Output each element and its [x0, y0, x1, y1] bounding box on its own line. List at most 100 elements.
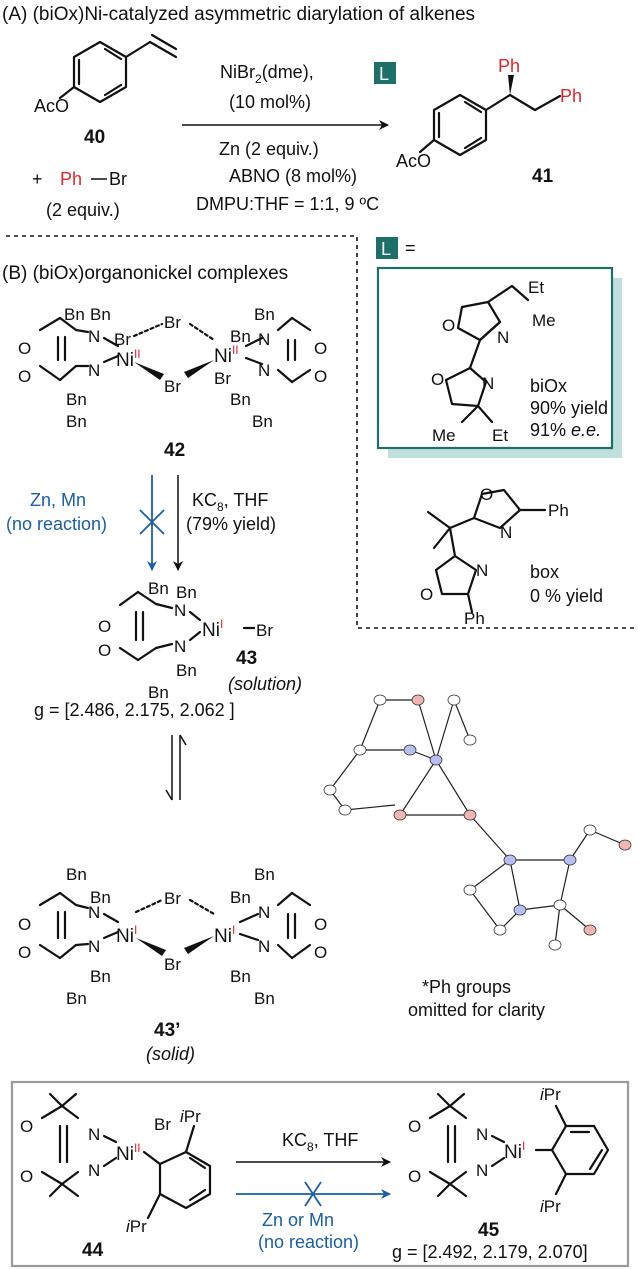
box-n-1: N: [500, 523, 512, 542]
reagent-ph: Ph: [60, 169, 82, 189]
c43p-bn-7: Bn: [230, 967, 251, 986]
c43p-o-4: O: [314, 943, 327, 962]
c45-o-2: O: [408, 1167, 421, 1186]
biox-structure: [444, 284, 530, 424]
c42-bn-8: Bn: [252, 412, 273, 431]
compound-44-number: 44: [82, 1240, 104, 1261]
c44-n-2: N: [88, 1161, 100, 1180]
c42-n-3: N: [258, 330, 270, 349]
c45-g-values: g = [2.492, 2.179, 2.070]: [392, 1242, 588, 1262]
catalyst-text: NiBr2(dme),: [220, 62, 314, 86]
biox-o-1: O: [442, 316, 455, 335]
c44-ipr-1: iPr: [180, 1107, 201, 1126]
c45-o-1: O: [408, 1117, 421, 1136]
c43p-br-bridge-2: Br: [164, 955, 181, 974]
blocked-label-2: (no reaction): [6, 514, 107, 534]
c43p-ni-1: NiI: [116, 923, 137, 947]
c42-bn-2: Bn: [90, 305, 111, 324]
c43p-bn-1: Bn: [66, 865, 87, 884]
ligand-badge: [374, 62, 396, 84]
c45-ipr-1: iPr: [540, 1085, 561, 1104]
c45-n-1: N: [476, 1125, 488, 1144]
c45-ipr-2: iPr: [540, 1197, 561, 1216]
c42-o-1: O: [18, 339, 31, 358]
c42-bn-7: Bn: [230, 390, 251, 409]
c42-n-4: N: [258, 361, 270, 380]
compound-43-number: 43: [236, 648, 257, 669]
c45-n-2: N: [476, 1161, 488, 1180]
c42-o-4: O: [314, 367, 327, 386]
compound-45-number: 45: [478, 1220, 500, 1241]
c42-bn-1: Bn: [64, 305, 85, 324]
biox-me-2: Me: [432, 426, 456, 445]
ligand-key-letter: L: [381, 239, 391, 259]
box-o-2: O: [420, 585, 433, 604]
c42-br-terminal-2: Br: [214, 369, 231, 388]
ligand-badge-letter: L: [379, 64, 389, 84]
c43p-bn-8: Bn: [254, 989, 275, 1008]
c43p-ni-2: NiI: [214, 923, 235, 947]
c43-bn-2b: Bn: [176, 583, 197, 602]
compound-40-structure: [58, 33, 178, 104]
box-n-2: N: [476, 561, 488, 580]
c44-n-1: N: [88, 1125, 100, 1144]
c42-ni-1: NiII: [116, 347, 141, 371]
c43-o-2: O: [98, 641, 111, 660]
crystal-atoms: [323, 694, 632, 951]
c42-bn-5: Bn: [254, 305, 275, 324]
c43p-n-4: N: [258, 937, 270, 956]
c42-o-2: O: [18, 367, 31, 386]
crystal-note-1: *Ph groups: [422, 977, 511, 997]
kc8-label: KC8, THF: [192, 490, 268, 514]
c45-ni: NiI: [504, 1139, 525, 1163]
c43-ni: NiI: [202, 617, 223, 641]
product-acetoxy: AcO: [396, 151, 431, 171]
product-phenyl-2: Ph: [560, 86, 582, 106]
c44-o-2: O: [20, 1167, 33, 1186]
c43p-n-2: N: [88, 937, 100, 956]
c43-bn-4: Bn: [148, 683, 169, 702]
c43p-bn-6: Bn: [230, 888, 251, 907]
ligand-key-badge: [376, 237, 398, 259]
box-label: box: [530, 562, 559, 582]
c43p-o-1: O: [18, 915, 31, 934]
panel-c-cross-2: [304, 1181, 322, 1207]
c42-n-2: N: [88, 361, 100, 380]
compound-40-number: 40: [84, 127, 105, 148]
additive-text: ABNO (8 mol%): [229, 166, 357, 186]
c44-ni: NiII: [116, 1141, 141, 1165]
complex-45-structure: [428, 1092, 610, 1198]
panel-c-blocked-label-2: (no reaction): [258, 1232, 359, 1252]
compound-41-structure: [418, 75, 562, 157]
c42-ni-2: NiII: [214, 343, 239, 367]
blocked-cross-2: [139, 509, 165, 535]
c43p-bn-4: Bn: [66, 989, 87, 1008]
reductant-text: Zn (2 equiv.): [219, 139, 319, 159]
c42-bn-3: Bn: [66, 390, 87, 409]
c43p-state: (solid): [146, 1044, 195, 1064]
biox-label: biOx: [530, 376, 567, 396]
c43-n-1: N: [174, 601, 186, 620]
c42-bn-4: Bn: [66, 412, 87, 431]
c42-o-3: O: [314, 339, 327, 358]
biox-yield: 90% yield: [530, 398, 608, 418]
biox-et-1: Et: [528, 278, 544, 297]
c43p-n-3: N: [258, 903, 270, 922]
c42-br-bridge-1: Br: [164, 313, 181, 332]
c42-br-terminal-1: Br: [114, 330, 131, 349]
box-ph-2: Ph: [464, 609, 485, 628]
complex-43-structure: [118, 590, 256, 662]
c43p-br-bridge-1: Br: [164, 889, 181, 908]
compound-43-prime-number: 43’: [154, 1020, 180, 1041]
c43-br: Br: [256, 621, 273, 640]
reagent-equiv: (2 equiv.): [46, 200, 120, 220]
c43p-o-3: O: [314, 915, 327, 934]
kc8-yield: (79% yield): [186, 514, 276, 534]
biox-me-1: Me: [532, 311, 556, 330]
plus-sign: +: [32, 169, 43, 189]
panel-c-blocked-label-1: Zn or Mn: [262, 1210, 334, 1230]
catalyst-loading: (10 mol%): [229, 92, 311, 112]
product-phenyl-1: Ph: [498, 56, 520, 76]
box-ph-1: Ph: [548, 501, 569, 520]
box-yield: 0 % yield: [530, 586, 603, 606]
